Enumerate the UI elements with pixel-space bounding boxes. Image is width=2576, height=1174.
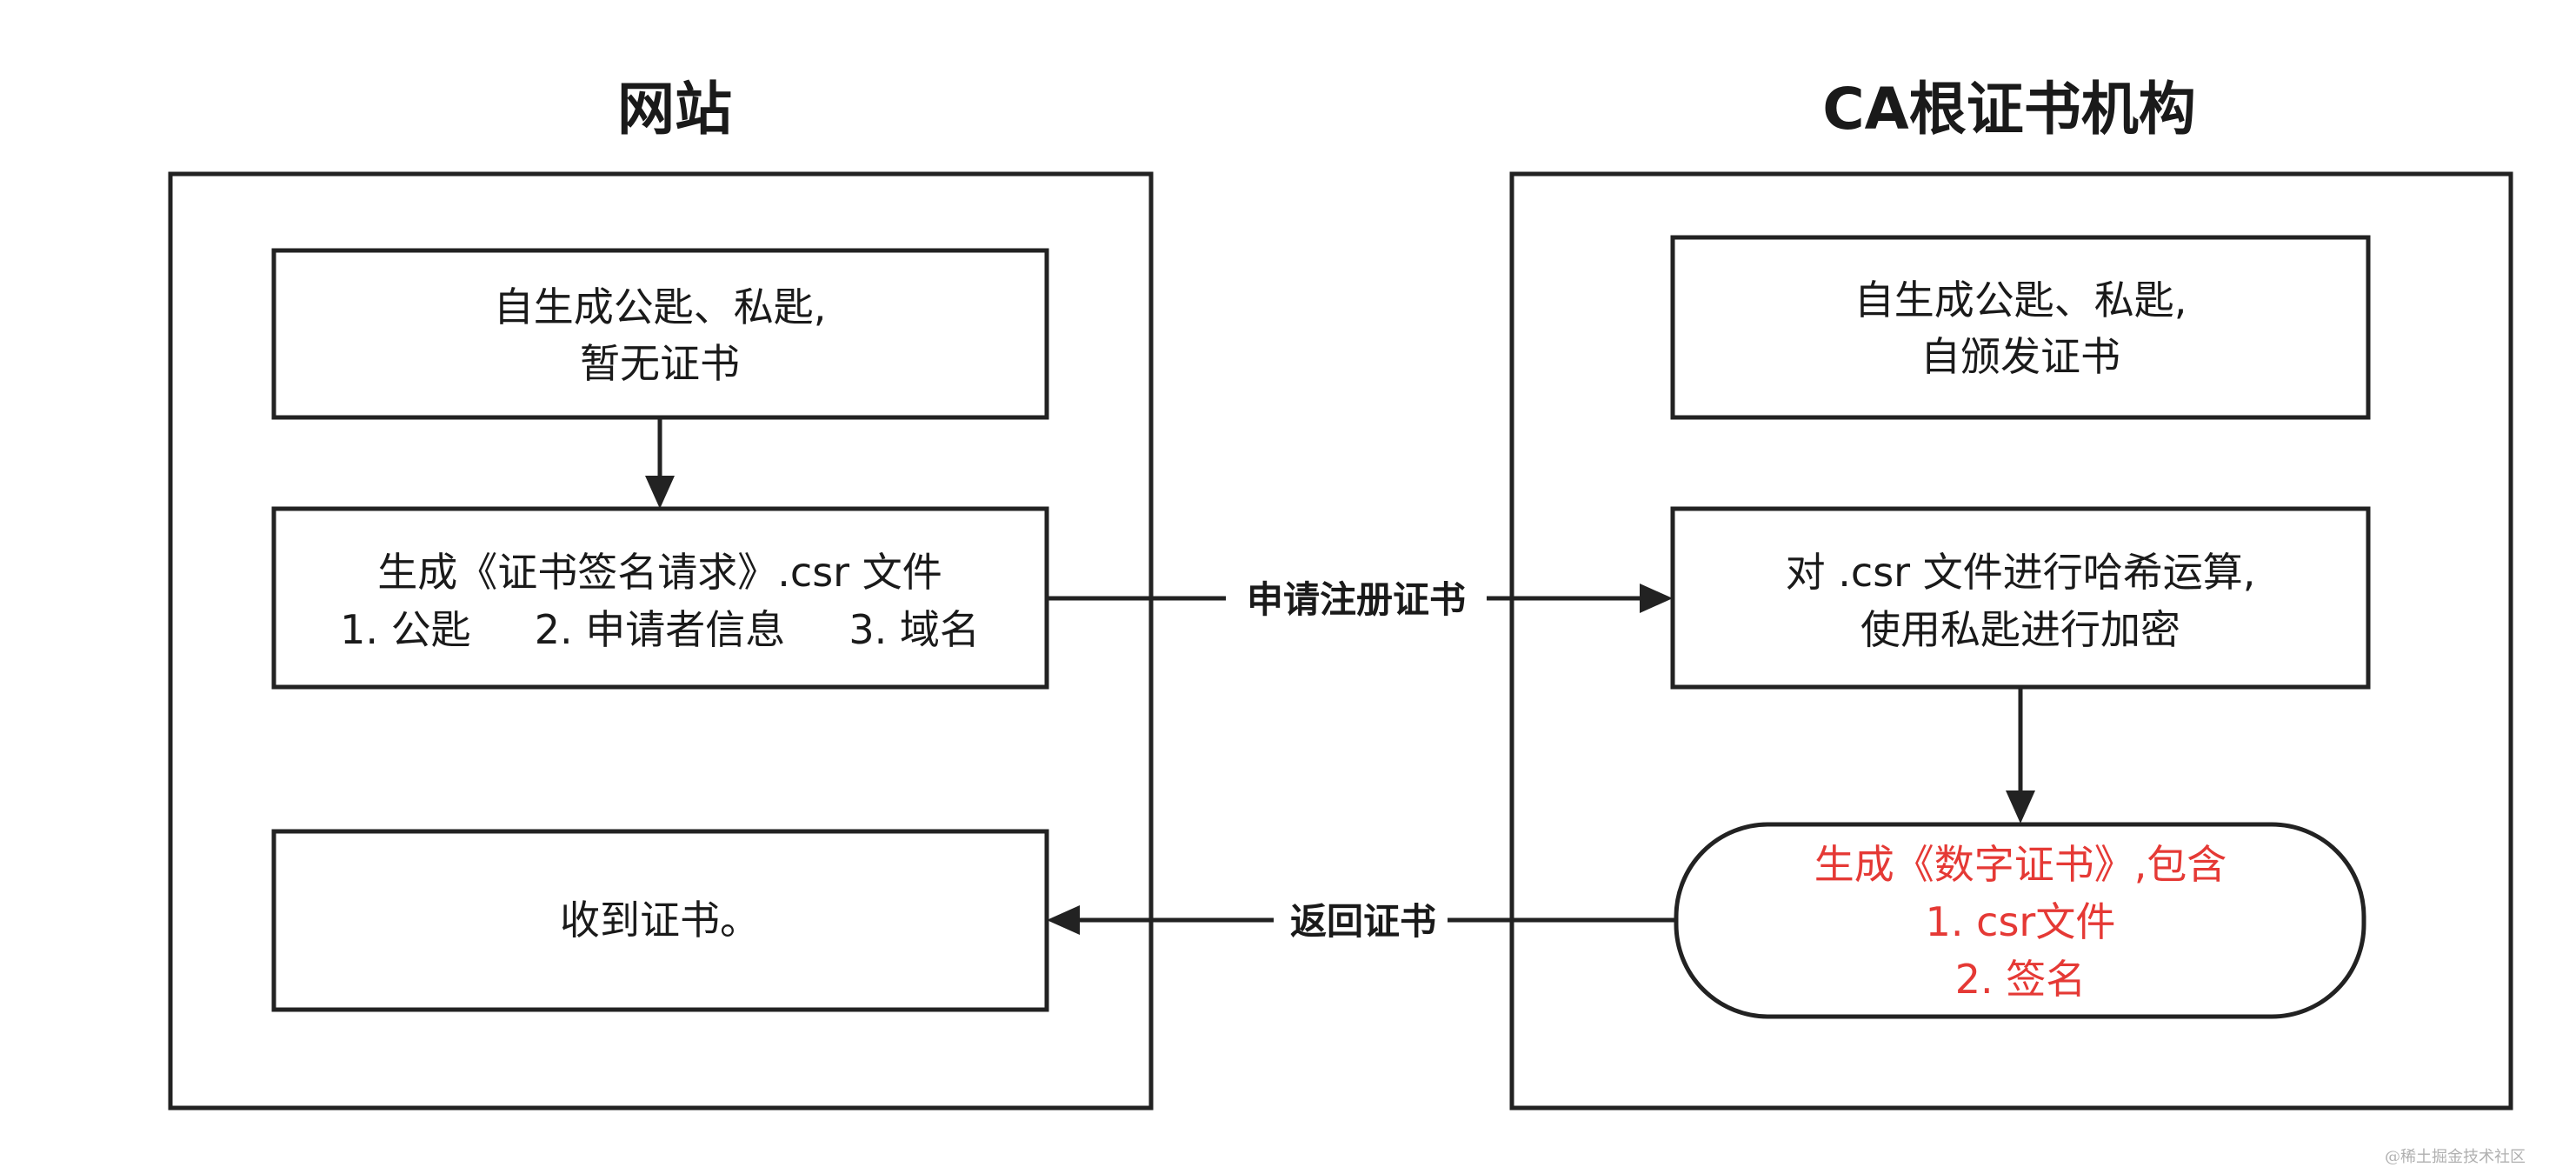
ca-box1-line1: 自生成公匙、私匙, bbox=[1854, 277, 2187, 324]
website-box2-line2: 1. 公匙 2. 申请者信息 3. 域名 bbox=[340, 606, 980, 653]
ca-box2-line1: 对 .csr 文件进行哈希运算, bbox=[1786, 549, 2256, 596]
ca-key-generation-box: 自生成公匙、私匙, 自颁发证书 bbox=[1670, 235, 2371, 420]
edge-label-return: 返回证书 bbox=[1290, 900, 1436, 943]
ca-box3-line1: 生成《数字证书》,包含 bbox=[1814, 841, 2227, 888]
website-box1-line1: 自生成公匙、私匙, bbox=[494, 283, 827, 330]
arrow-head-apply bbox=[1640, 584, 1673, 613]
website-box2-line1: 生成《证书签名请求》.csr 文件 bbox=[377, 549, 942, 596]
hash-encrypt-box: 对 .csr 文件进行哈希运算, 使用私匙进行加密 bbox=[1670, 506, 2371, 690]
website-box1-line2: 暂无证书 bbox=[580, 340, 740, 387]
ca-box3-line2: 1. csr文件 bbox=[1926, 898, 2116, 945]
watermark: @稀土掘金技术社区 bbox=[2385, 1148, 2526, 1166]
ca-frame bbox=[1509, 171, 2513, 1111]
arrow-head-ca-2-3 bbox=[2006, 790, 2035, 824]
website-key-generation-box: 自生成公匙、私匙, 暂无证书 bbox=[271, 248, 1049, 420]
receive-certificate-box: 收到证书。 bbox=[271, 829, 1049, 1012]
csr-generation-box: 生成《证书签名请求》.csr 文件 1. 公匙 2. 申请者信息 3. 域名 bbox=[271, 506, 1049, 690]
website-title: 网站 bbox=[617, 76, 732, 143]
ca-box1-line2: 自颁发证书 bbox=[1920, 333, 2120, 380]
website-box3-line1: 收到证书。 bbox=[560, 897, 760, 944]
edge-label-apply: 申请注册证书 bbox=[1247, 578, 1466, 621]
ca-title: CA根证书机构 bbox=[1822, 76, 2196, 143]
edge-label-apply-bg bbox=[1226, 574, 1487, 623]
arrow-head-return bbox=[1047, 905, 1080, 935]
edge-label-return-bg bbox=[1274, 896, 1448, 944]
website-frame bbox=[168, 171, 1154, 1111]
ca-box2-line2: 使用私匙进行加密 bbox=[1860, 606, 2180, 653]
ca-box3-line3: 2. 签名 bbox=[1955, 956, 2087, 1003]
arrow-head-website-1-2 bbox=[645, 476, 675, 509]
digital-certificate-box: 生成《数字证书》,包含 1. csr文件 2. 签名 bbox=[1674, 822, 2366, 1019]
